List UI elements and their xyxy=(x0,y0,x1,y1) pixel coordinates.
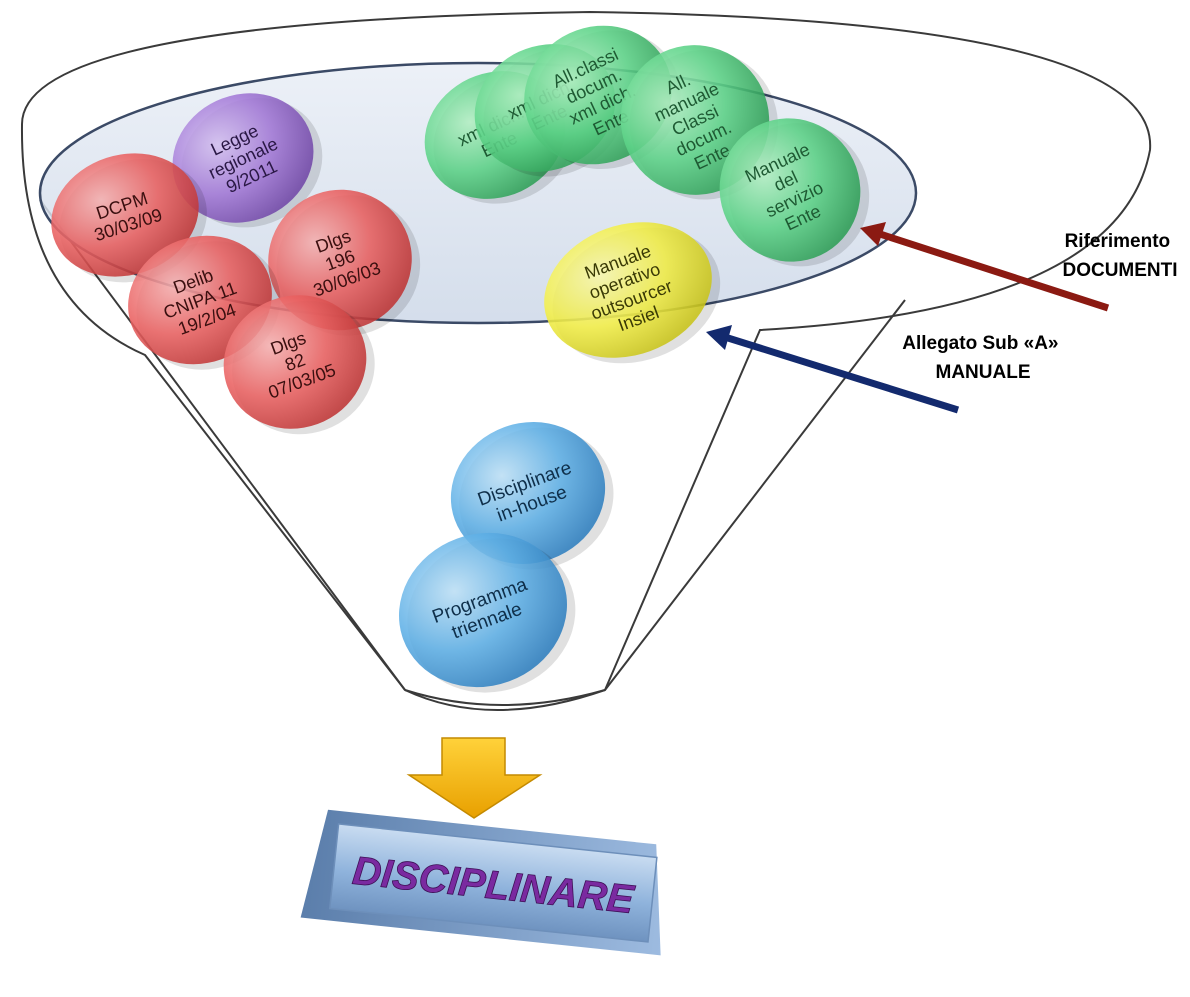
disciplinare-banner: DISCIPLINARE xyxy=(300,809,661,956)
funnel-left-side xyxy=(39,199,406,691)
bubbles-group: xml dich.Entexml dich.EnteAll.classidocu… xyxy=(51,25,870,693)
down-arrow xyxy=(406,737,543,819)
bubble-shape xyxy=(223,295,367,429)
label-riferimento-line1: Riferimento xyxy=(1065,231,1171,252)
bubble-legge-regionale: Leggeregionale9/2011 xyxy=(172,93,323,228)
arrow-riferimento xyxy=(860,222,1110,312)
label-riferimento-line2: DOCUMENTI xyxy=(1062,260,1177,281)
funnel-spout xyxy=(404,689,606,706)
bubble-shape xyxy=(399,532,567,688)
bubble-shape xyxy=(172,93,314,223)
banner-face xyxy=(328,823,658,943)
arrow-allegato-head xyxy=(706,325,732,350)
bubble-shape xyxy=(719,118,861,262)
bubble-shape xyxy=(268,189,412,331)
label-riferimento: Riferimento DOCUMENTI xyxy=(1062,231,1177,281)
bubble-manuale-servizio: ManualedelservizioEnte xyxy=(719,118,870,267)
arrow-riferimento-head xyxy=(860,222,886,246)
bubble-shape xyxy=(51,153,199,277)
bubble-shape xyxy=(544,222,712,358)
funnel-right-side xyxy=(604,299,906,691)
bubble-shape xyxy=(450,422,606,564)
label-allegato-line2: MANUALE xyxy=(936,362,1031,383)
arrow-allegato xyxy=(706,325,960,414)
bubble-label: ManualeoperativooutsourcerInsiel xyxy=(574,238,681,343)
arrow-allegato-shaft xyxy=(726,334,960,414)
bubble-manuale-operativo: ManualeoperativooutsourcerInsiel xyxy=(544,222,721,364)
bubble-programma-triennale: Programmatriennale xyxy=(399,532,576,693)
label-allegato-line1: Allegato Sub «A» xyxy=(902,333,1058,354)
arrow-riferimento-shaft xyxy=(878,230,1110,312)
bubble-dlgs-82: Dlgs8207/03/05 xyxy=(223,295,375,435)
label-allegato: Allegato Sub «A» MANUALE xyxy=(902,333,1064,383)
